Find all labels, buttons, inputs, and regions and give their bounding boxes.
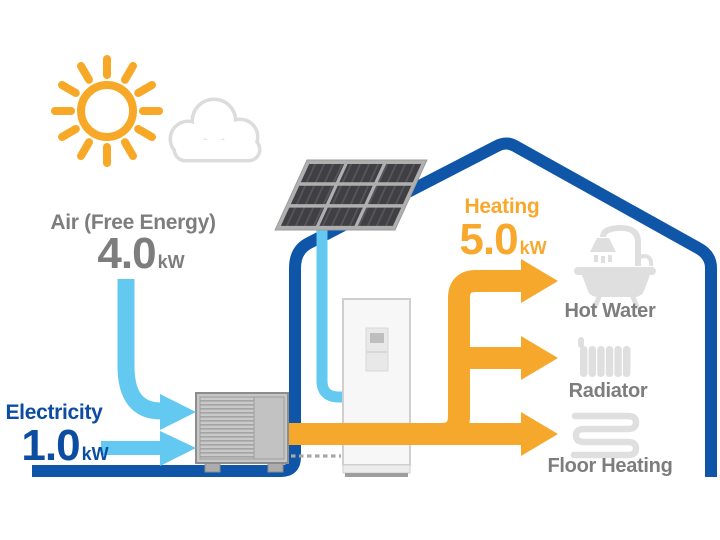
heating-unit: kW — [519, 238, 547, 258]
radiator-label: Radiator — [568, 380, 648, 402]
heat-pump-outdoor-unit — [195, 392, 289, 473]
unit-foot — [204, 462, 221, 473]
heating-arrowheads — [521, 259, 558, 456]
electricity-arrow — [101, 431, 196, 466]
unit-foot — [267, 462, 284, 473]
air-arrow — [117, 279, 196, 430]
electricity-unit: kW — [81, 444, 109, 464]
indoor-unit-display — [370, 333, 384, 343]
bathtub-shower-icon — [574, 224, 656, 310]
floor-heating-label: Floor Heating — [547, 455, 673, 477]
floor-heating-arrow — [521, 412, 558, 456]
heating-number: 5.0 — [459, 215, 518, 264]
tub-body — [582, 275, 650, 297]
electricity-label: Electricity — [5, 401, 103, 424]
heating-label: Heating — [464, 195, 540, 218]
hot-water-arrow — [521, 259, 558, 303]
hot-water-label: Hot Water — [564, 300, 656, 322]
indoor-hydro-unit — [342, 298, 411, 477]
cloud-icon — [168, 97, 262, 163]
sun-icon — [51, 55, 163, 167]
faucet — [637, 254, 654, 267]
air-energy-number: 4.0 — [97, 229, 156, 278]
solar-panel-icon — [274, 159, 428, 231]
radiator-arrow — [521, 336, 558, 380]
floor-heating-coil-icon — [570, 412, 640, 459]
radiator-pipe — [448, 347, 523, 378]
heating-pipes — [289, 270, 523, 445]
radiator-icon — [578, 337, 631, 377]
solar-pipe — [316, 222, 346, 403]
air-energy-unit: kW — [157, 252, 185, 272]
air-energy-label: Air (Free Energy) — [50, 211, 216, 234]
tub-rim — [574, 267, 656, 275]
shower-head — [590, 238, 616, 252]
unit-fins — [199, 396, 255, 460]
electricity-number: 1.0 — [21, 421, 80, 470]
